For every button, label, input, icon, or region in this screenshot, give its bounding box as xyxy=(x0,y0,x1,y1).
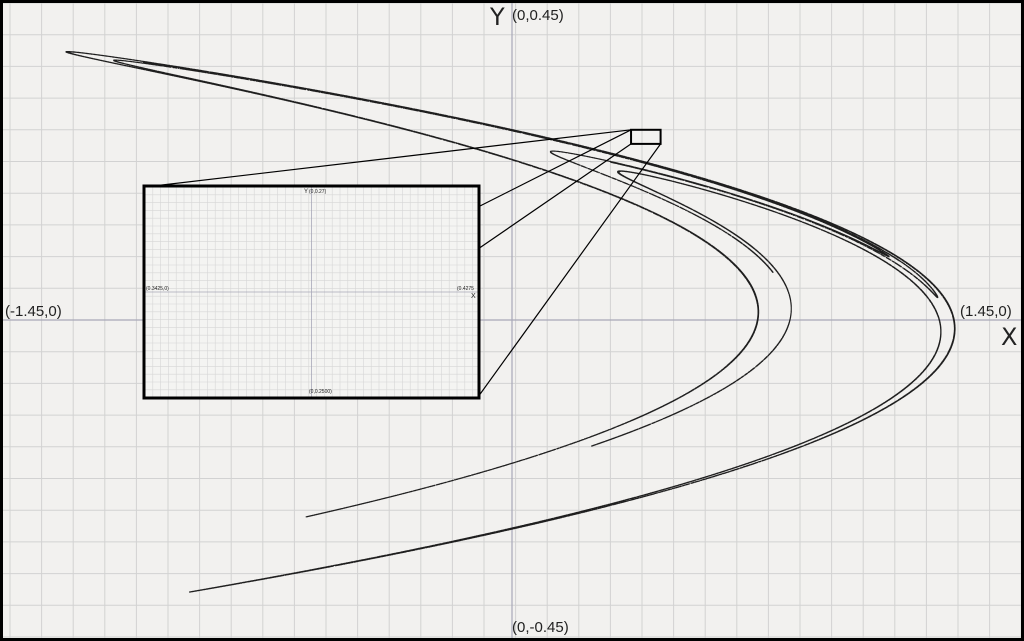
inset-x-max-label: (0.4275 xyxy=(457,286,474,292)
zoom-connector-line xyxy=(477,143,632,250)
zoom-inset: Y (0,0.27) (0,0.2500) (0.3425,0) (0.4275… xyxy=(142,184,481,400)
zoom-connector-line xyxy=(144,129,632,188)
x-min-label: (-1.45,0) xyxy=(5,303,62,320)
inset-y-max-label: (0,0.27) xyxy=(309,189,327,195)
inset-x-title: X xyxy=(471,293,476,300)
inset-y-min-label: (0,0.2500) xyxy=(309,389,332,395)
zoom-connector-lines xyxy=(144,129,662,398)
y-min-label: (0,-0.45) xyxy=(512,619,569,636)
inset-x-min-label: (0.3425,0) xyxy=(146,286,169,292)
zoom-region-box xyxy=(630,128,662,145)
x-axis-title: X xyxy=(1001,323,1017,351)
y-axis-title: Y xyxy=(489,3,505,31)
x-max-label: (1.45,0) xyxy=(960,303,1012,320)
y-max-label: (0,0.45) xyxy=(512,7,564,24)
zoom-connector-line xyxy=(477,129,632,208)
inset-y-title: Y xyxy=(304,189,308,195)
zoom-connector-line xyxy=(477,143,662,398)
inset-grid-lines xyxy=(145,187,478,397)
inset-frame xyxy=(142,184,481,400)
attractor-points xyxy=(65,51,956,593)
